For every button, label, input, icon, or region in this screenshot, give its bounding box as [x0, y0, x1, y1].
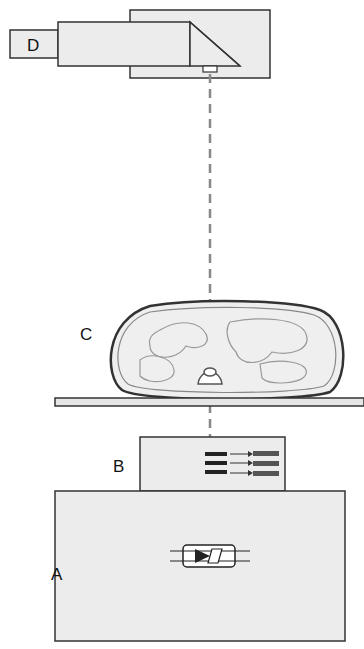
spinal-canal — [204, 368, 216, 376]
body-inner-outline — [118, 307, 336, 392]
part-letter: A — [51, 566, 62, 583]
filter-plates — [205, 451, 279, 476]
detector-mirror — [190, 22, 240, 66]
scan-table — [55, 398, 364, 406]
part-letter: D — [27, 37, 39, 54]
x-ray-tube — [170, 545, 250, 567]
body-cross-section — [111, 301, 343, 399]
organ-outline — [140, 356, 174, 382]
detector-body — [58, 22, 190, 66]
collimator-housing — [140, 437, 285, 491]
part-letter: C — [80, 326, 92, 343]
detector-window — [203, 66, 217, 72]
detector-prism — [190, 22, 240, 66]
source-housing — [55, 491, 345, 641]
organ-outline — [260, 361, 306, 383]
detector-tube — [10, 30, 58, 58]
part-letter: B — [113, 458, 124, 475]
organ-outline — [149, 323, 207, 358]
organ-outline — [227, 319, 307, 363]
